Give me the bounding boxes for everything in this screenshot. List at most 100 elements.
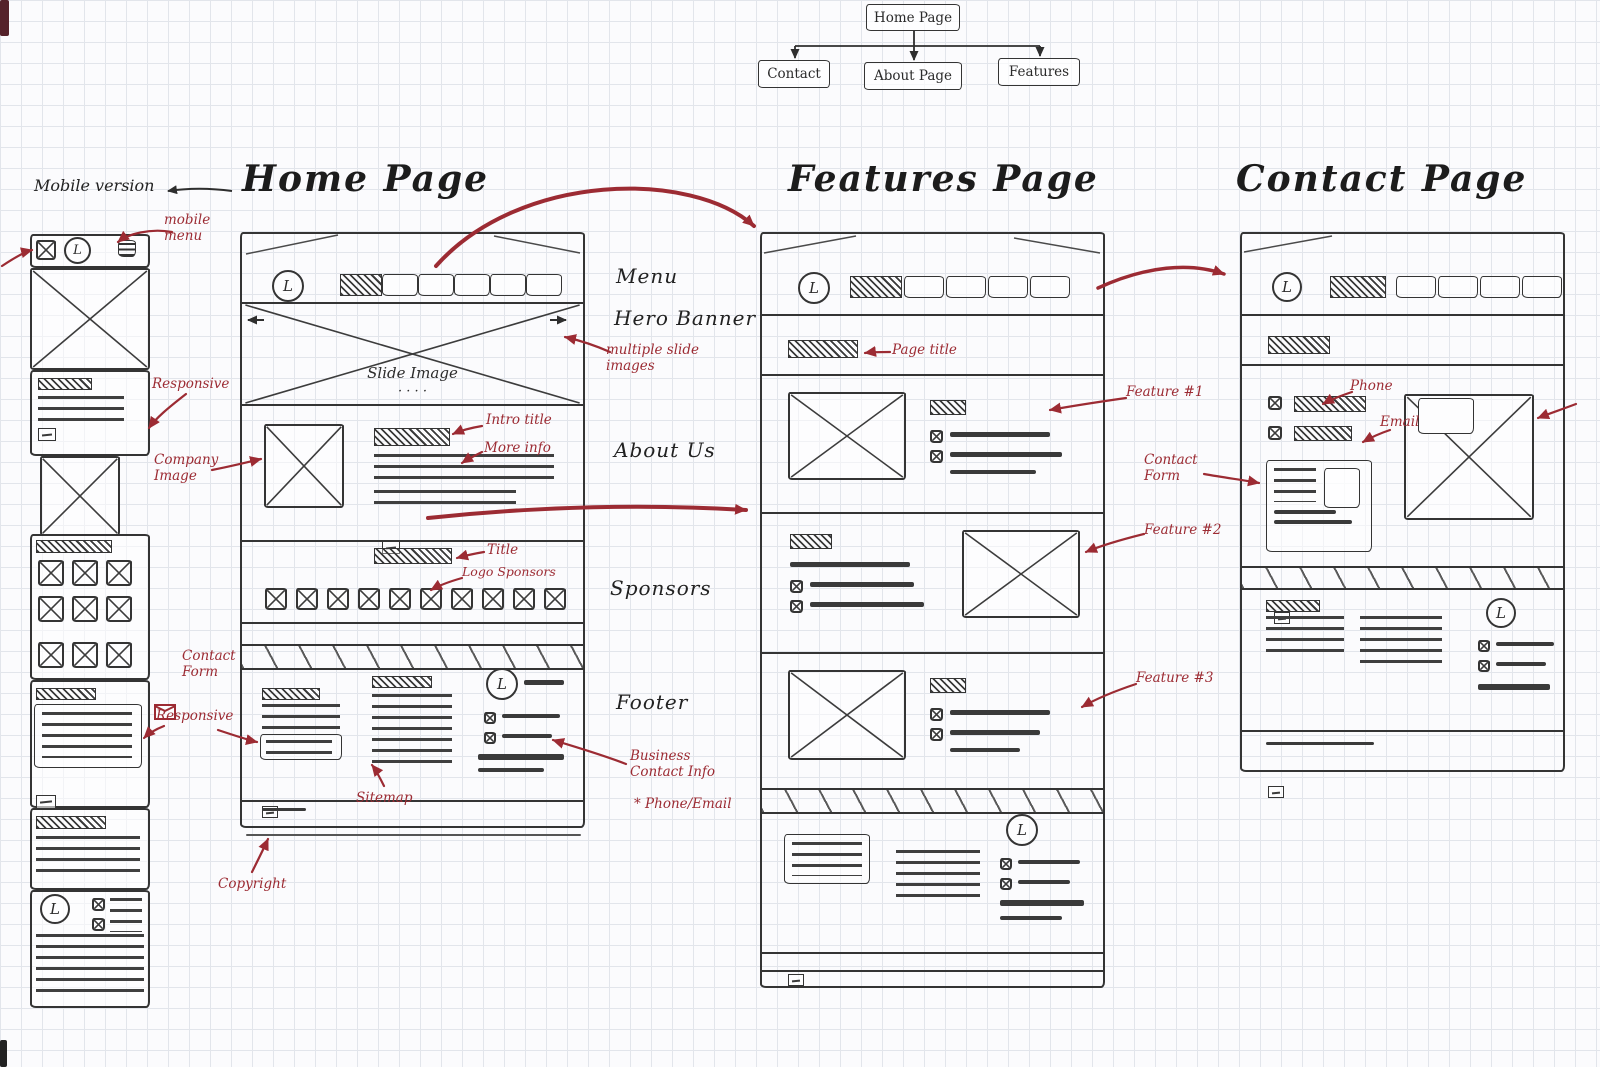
text-line [1000, 900, 1084, 906]
contact-page-wireframe [1240, 232, 1565, 772]
hatch-title-bar [36, 816, 106, 829]
footer-hatch-strip [762, 788, 1103, 814]
features-page-wireframe [760, 232, 1105, 988]
sitemap-links-lines [896, 850, 980, 904]
sitemap-links-lines [372, 694, 452, 764]
menu-item-box [988, 276, 1028, 298]
contact-bullet-icon [1000, 858, 1012, 870]
sponsor-logo-placeholder [72, 560, 98, 586]
text-line [1018, 860, 1080, 864]
note-mobile-menu: mobile menu [164, 212, 211, 245]
text-line [810, 602, 924, 607]
logo-badge: L [1006, 814, 1038, 846]
menu-item-box [490, 274, 526, 296]
sponsor-logo-placeholder [265, 588, 287, 610]
divider [1240, 314, 1565, 316]
sponsor-logo-placeholder [72, 596, 98, 622]
hatch-title-bar [374, 428, 450, 446]
contact-bullet-icon [1000, 878, 1012, 890]
menu-item-box [454, 274, 490, 296]
menu-item-box [1438, 276, 1478, 298]
divider [240, 540, 585, 542]
nav-hatch [340, 274, 382, 296]
home-page-title: Home Page [242, 158, 490, 200]
note-sitemap: Sitemap [356, 790, 413, 806]
hatch-title-bar [374, 548, 452, 564]
map-inset-box [1418, 398, 1474, 434]
logo-badge: L [40, 894, 70, 924]
hatch-title-bar [930, 678, 966, 693]
divider [760, 314, 1105, 316]
sitemap-child-label: Contact [767, 66, 821, 82]
note-multiple-slides: multiple slide images [606, 342, 699, 375]
button-stamp [1268, 786, 1284, 798]
page-bottom-line [246, 834, 581, 836]
text-line [950, 748, 1020, 752]
sponsor-logo-placeholder [513, 588, 535, 610]
bullet-icon [930, 708, 943, 721]
sponsor-logo-placeholder [106, 560, 132, 586]
note-business-contact: Business Contact Info [630, 748, 716, 781]
menu-item-box [418, 274, 454, 296]
note-contact-form: Contact Form [1144, 452, 1198, 485]
divider [240, 404, 585, 406]
divider [760, 374, 1105, 376]
hatch-title-bar [790, 534, 832, 549]
sponsor-logo-placeholder [327, 588, 349, 610]
sponsor-logo-placeholder [420, 588, 442, 610]
note-feature-1: Feature #1 [1126, 384, 1204, 400]
note-more-info: More info [484, 440, 551, 456]
text-line [1496, 662, 1546, 666]
label-about-us: About Us [614, 438, 716, 462]
nav-hatch [850, 276, 902, 298]
sponsor-logo-placeholder [358, 588, 380, 610]
text-lines [266, 740, 332, 754]
logo-badge: L [1272, 272, 1302, 302]
hero-caption: Slide Image [367, 364, 458, 382]
menu-item-box [526, 274, 562, 296]
hatch-title-bar [262, 688, 320, 700]
copyright-line [1266, 742, 1374, 745]
contact-bullet-icon [1478, 640, 1490, 652]
features-page-title: Features Page [788, 158, 1099, 200]
logo-badge: L [1486, 598, 1516, 628]
copyright-line [262, 808, 306, 811]
text-line [950, 710, 1050, 715]
phone-icon-placeholder [1268, 396, 1282, 410]
hatch-title-bar [372, 676, 432, 688]
sponsor-logo-placeholder [389, 588, 411, 610]
text-lines [42, 712, 132, 758]
button-stamp [36, 795, 56, 809]
note-page-title: Page title [892, 342, 957, 358]
divider [760, 970, 1105, 972]
email-hatch-bar [1294, 426, 1352, 441]
page-title-hatch [788, 340, 858, 358]
note-contact-form-mobile: Contact Form [182, 648, 236, 681]
divider [760, 652, 1105, 654]
text-line [524, 680, 564, 685]
company-image-placeholder [264, 424, 344, 508]
text-lines [374, 490, 516, 510]
sitemap-root: Home Page [866, 4, 960, 31]
text-line [502, 734, 552, 738]
text-line [790, 562, 910, 567]
text-line [1496, 642, 1554, 646]
sponsor-logo-placeholder [296, 588, 318, 610]
menu-item-box [904, 276, 944, 298]
text-line [1000, 916, 1062, 920]
divider [1240, 364, 1565, 366]
text-line [950, 452, 1062, 457]
page-title-hatch [1268, 336, 1330, 354]
note-company-image: Company Image [154, 452, 219, 485]
menu-item-box [1480, 276, 1520, 298]
text-lines [1266, 616, 1344, 660]
hero-dots: · · · · [398, 384, 427, 399]
note-intro-title: Intro title [486, 412, 552, 428]
sponsor-logo-placeholder [38, 560, 64, 586]
nav-hatch [1330, 276, 1386, 298]
label-sponsors: Sponsors [610, 576, 712, 600]
contact-bullet-icon [484, 732, 496, 744]
mobile-title: Mobile version [34, 176, 155, 195]
bullet-icon [790, 600, 803, 613]
note-sponsors-title: Title [487, 542, 519, 558]
